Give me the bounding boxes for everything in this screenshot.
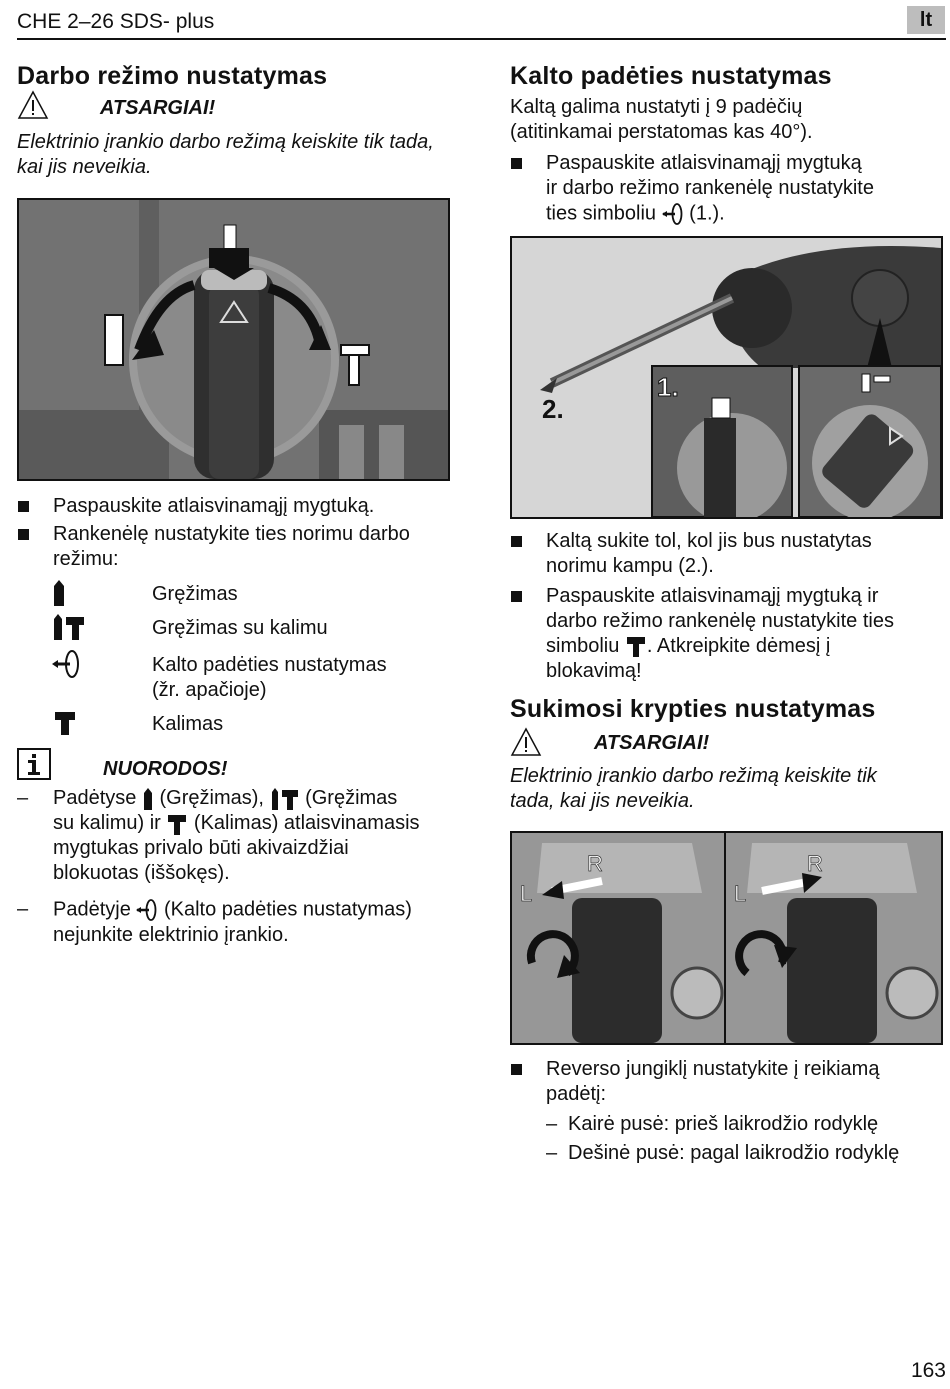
chisel-position-icon <box>661 203 683 225</box>
sub-list-item: –Dešinė pusė: pagal laikrodžio rodyklę <box>546 1142 900 1164</box>
switch-label-l: L <box>734 881 746 906</box>
note-item: – Padėtyje (Kalto padėties nustatymas) n… <box>17 898 412 946</box>
warning-text: Elektrinio įrankio darbo režimą keiskite… <box>510 765 877 812</box>
list-item: Paspauskite atlaisvinamąjį mygtuką ir da… <box>510 584 950 684</box>
mode-label: Kalto padėties nustatymas <box>152 654 387 676</box>
list-item: Paspauskite atlaisvinamąjį mygtuką ir da… <box>510 151 950 227</box>
mode-label-note: (žr. apačioje) <box>152 679 267 701</box>
list-item: Paspauskite atlaisvinamąjį mygtuką. <box>17 494 374 519</box>
warning-triangle-icon <box>17 90 49 119</box>
note-item: – Padėtyse (Gręžimas), (Gręžimas su kali… <box>17 787 420 884</box>
note-label: NUORODOS! <box>103 758 228 780</box>
reverse-switch-figure: R L R L <box>510 831 943 1045</box>
hammer-icon <box>626 636 645 657</box>
chisel-position-figure: 2. 1. <box>510 236 943 519</box>
mode-label: Gręžimas su kalimu <box>152 617 328 639</box>
section-heading-direction: Sukimosi krypties nustatymas <box>510 695 876 723</box>
list-item: Rankenėlę nustatykite ties norimu darbo … <box>17 522 463 572</box>
chisel-intro: Kaltą galima nustatyti į 9 padėčių(atiti… <box>510 96 813 143</box>
step-2-label: 2. <box>542 394 564 424</box>
doc-header-title: CHE 2–26 SDS- plus <box>17 10 215 33</box>
language-badge: lt <box>907 6 945 34</box>
chisel-position-icon <box>52 650 79 678</box>
hammer-icon <box>168 814 187 835</box>
info-icon <box>17 748 51 780</box>
rotation-ccw-arrow <box>526 930 579 977</box>
hammer-icon <box>55 712 75 735</box>
warning-text: Elektrinio įrankio darbo režimą keiskite… <box>17 131 434 178</box>
chisel-position-icon <box>136 899 157 921</box>
switch-label-l: L <box>520 881 532 906</box>
mode-dial-figure <box>17 198 450 481</box>
drill-icon <box>54 580 64 606</box>
section-heading-chisel: Kalto padėties nustatymas <box>510 62 832 90</box>
drill-hammer-icon <box>54 614 84 640</box>
header-rule <box>17 38 946 40</box>
switch-label-r: R <box>807 851 823 876</box>
drill-hammer-icon <box>271 787 298 810</box>
list-item: Kaltą sukite tol, kol jis bus nustatytas… <box>510 529 950 579</box>
page-number: 163 <box>910 1359 946 1382</box>
warning-triangle-icon <box>510 727 542 756</box>
section-heading-mode: Darbo režimo nustatymas <box>17 62 328 90</box>
warning-label: ATSARGIAI! <box>100 97 216 119</box>
mode-label: Kalimas <box>152 713 224 735</box>
drill-icon <box>143 787 152 810</box>
warning-label: ATSARGIAI! <box>594 732 710 754</box>
mode-label: Gręžimas <box>152 583 238 605</box>
switch-label-r: R <box>587 851 603 876</box>
step-1-label: 1. <box>657 372 679 402</box>
sub-list-item: –Kairė pusė: prieš laikrodžio rodyklę <box>546 1113 879 1135</box>
